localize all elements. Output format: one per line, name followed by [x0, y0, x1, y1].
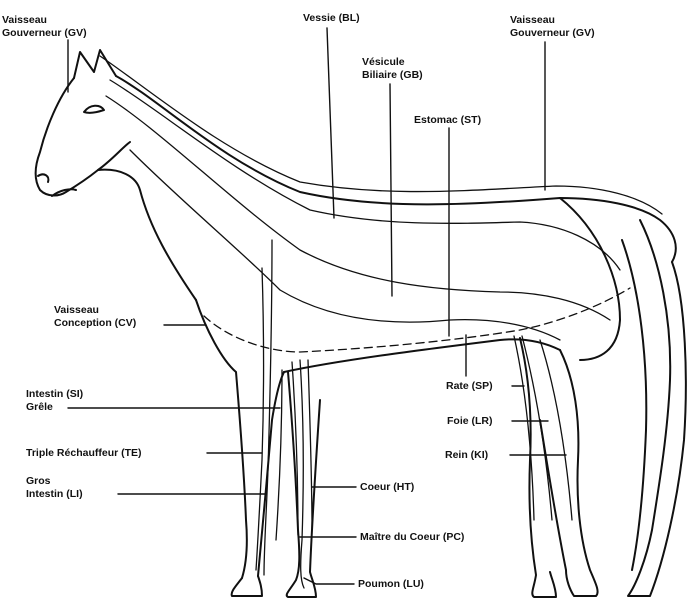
horse-ears: [74, 50, 116, 78]
bl-line: [110, 80, 620, 270]
label-te: Triple Réchauffeur (TE): [26, 447, 142, 460]
horse-fore-hoof-near: [232, 576, 262, 596]
label-lu: Poumon (LU): [358, 578, 424, 591]
label-sp: Rate (SP): [446, 380, 493, 393]
label-ki: Rein (KI): [445, 449, 488, 462]
leader-bl: [327, 28, 334, 218]
label-ht: Coeur (HT): [360, 481, 414, 494]
label-gb: Vésicule Biliaire (GB): [362, 56, 423, 82]
label-si-line1: Intestin (SI): [26, 388, 83, 401]
horse-jaw: [98, 170, 196, 300]
label-cv: Vaisseau Conception (CV): [54, 304, 136, 330]
label-cv-line2: Conception (CV): [54, 317, 136, 330]
label-gv-right: Vaisseau Gouverneur (GV): [510, 14, 595, 40]
label-st: Estomac (ST): [414, 114, 481, 127]
lu-line: [300, 360, 304, 588]
horse-rump: [560, 198, 620, 360]
label-pc: Maître du Coeur (PC): [360, 531, 464, 544]
label-gv-left: Vaisseau Gouverneur (GV): [2, 14, 87, 40]
leader-lines: [68, 28, 566, 584]
label-gv-right-line2: Gouverneur (GV): [510, 27, 595, 40]
horse-eye: [84, 106, 104, 113]
horse-tail-inner: [622, 240, 646, 570]
label-gv-right-line1: Vaisseau: [510, 14, 595, 27]
horse-face: [36, 78, 131, 196]
label-li: Gros Intestin (LI): [26, 475, 83, 501]
leader-gb: [390, 84, 392, 296]
horse-hind-leg-near: [540, 350, 598, 596]
label-gv-left-line2: Gouverneur (GV): [2, 27, 87, 40]
label-cv-line1: Vaisseau: [54, 304, 136, 317]
horse-chest: [196, 300, 247, 578]
horse-nostril: [38, 174, 48, 182]
label-si: Intestin (SI) Grêle: [26, 388, 83, 414]
st-line: [130, 150, 560, 340]
label-gb-line2: Biliaire (GB): [362, 69, 423, 82]
label-lr: Foie (LR): [447, 415, 493, 428]
label-gv-left-line1: Vaisseau: [2, 14, 87, 27]
cv-line: [204, 288, 630, 352]
label-bl: Vessie (BL): [303, 12, 360, 25]
label-si-line2: Grêle: [26, 401, 83, 414]
ht-line: [308, 360, 312, 530]
label-gb-line1: Vésicule: [362, 56, 423, 69]
label-li-line2: Intestin (LI): [26, 488, 83, 501]
label-li-line1: Gros: [26, 475, 83, 488]
